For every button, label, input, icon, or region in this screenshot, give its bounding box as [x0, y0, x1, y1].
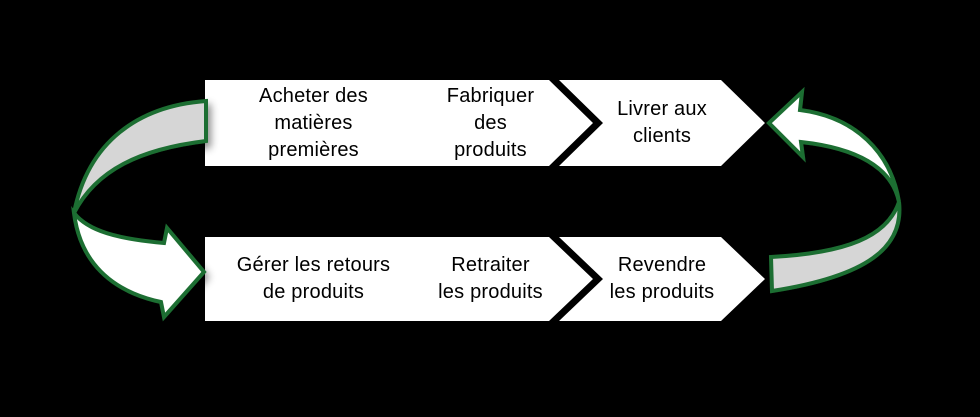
chevron-step-label: Gérer les retours de produits [236, 254, 391, 303]
chevron-step-label: Livrer aux clients [617, 98, 707, 147]
chevron-step-label: Revendre les produits [609, 254, 715, 303]
left-loop-arrow-head [71, 206, 207, 322]
chevron-step-label: Fabriquer des produits [446, 84, 535, 161]
chevron-step-acheter-matieres: Acheter des matières premières [205, 80, 436, 166]
left-loop-arrow-back-band [72, 98, 208, 214]
right-loop-arrow-head [766, 86, 901, 203]
chevron-step-label: Retraiter les produits [438, 254, 543, 303]
right-loop-arrow-icon [766, 86, 902, 294]
chevron-step-label: Acheter des matières premières [259, 84, 368, 161]
right-loop-arrow-back-band [768, 201, 902, 294]
chevron-step-gerer-retours: Gérer les retours de produits [205, 237, 436, 321]
left-loop-arrow-icon [71, 98, 208, 322]
